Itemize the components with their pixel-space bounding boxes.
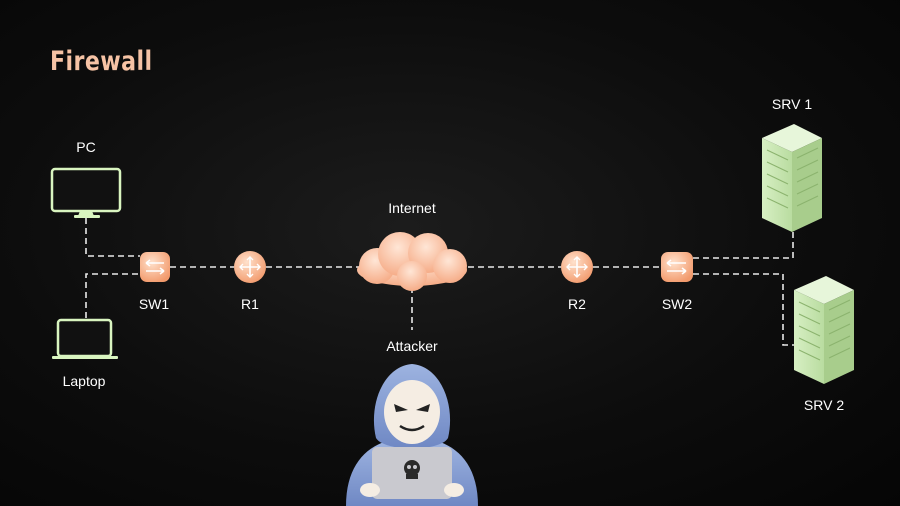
pc-icon [50, 167, 122, 218]
link-pc-sw1 [85, 218, 140, 257]
label-internet: Internet [388, 200, 436, 216]
switch-sw1-icon [140, 252, 170, 282]
internet-cloud-icon [357, 232, 467, 291]
page-title: Firewall [50, 46, 153, 77]
link-laptop-sw1 [85, 273, 140, 318]
router-r1-icon [234, 251, 266, 283]
label-laptop: Laptop [62, 373, 106, 389]
server-srv2-icon [794, 276, 854, 384]
label-srv2: SRV 2 [803, 397, 845, 413]
link-sw2-srv2 [693, 273, 796, 346]
label-srv1: SRV 1 [771, 96, 813, 112]
label-r2: R2 [568, 296, 586, 312]
router-r2-icon [561, 251, 593, 283]
label-r1: R1 [241, 296, 259, 312]
server-srv1-icon [762, 124, 822, 232]
laptop-icon [52, 318, 118, 359]
label-sw2: SW2 [661, 296, 693, 312]
label-sw1: SW1 [138, 296, 170, 312]
label-pc: PC [76, 139, 96, 155]
links [85, 218, 796, 346]
link-sw2-srv1 [693, 232, 794, 259]
label-attacker: Attacker [386, 338, 438, 354]
attacker-icon [346, 364, 478, 506]
switch-sw2-icon [661, 252, 693, 282]
